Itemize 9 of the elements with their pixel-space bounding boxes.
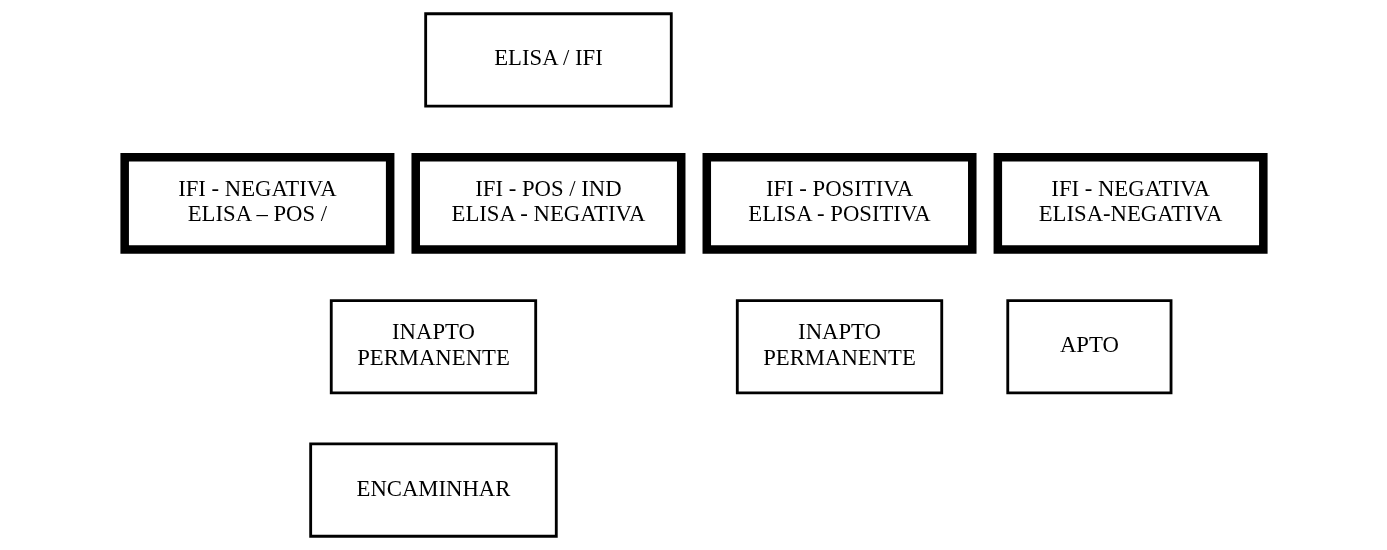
node-box: ELISA / IFI bbox=[423, 12, 673, 108]
node-box: IFI - POS / IND ELISA - NEGATIVA bbox=[410, 152, 685, 254]
node-box: IFI - NEGATIVA ELISA – POS / bbox=[119, 152, 394, 254]
node-box: ENCAMINHAR bbox=[308, 442, 558, 538]
node-box: INAPTO PERMANENTE bbox=[329, 299, 537, 395]
node-box: IFI - POSITIVA ELISA - POSITIVA bbox=[702, 152, 977, 254]
node-box: APTO bbox=[1005, 299, 1172, 395]
node-box: INAPTO PERMANENTE bbox=[735, 299, 943, 395]
node-box: IFI - NEGATIVA ELISA-NEGATIVA bbox=[993, 152, 1268, 254]
